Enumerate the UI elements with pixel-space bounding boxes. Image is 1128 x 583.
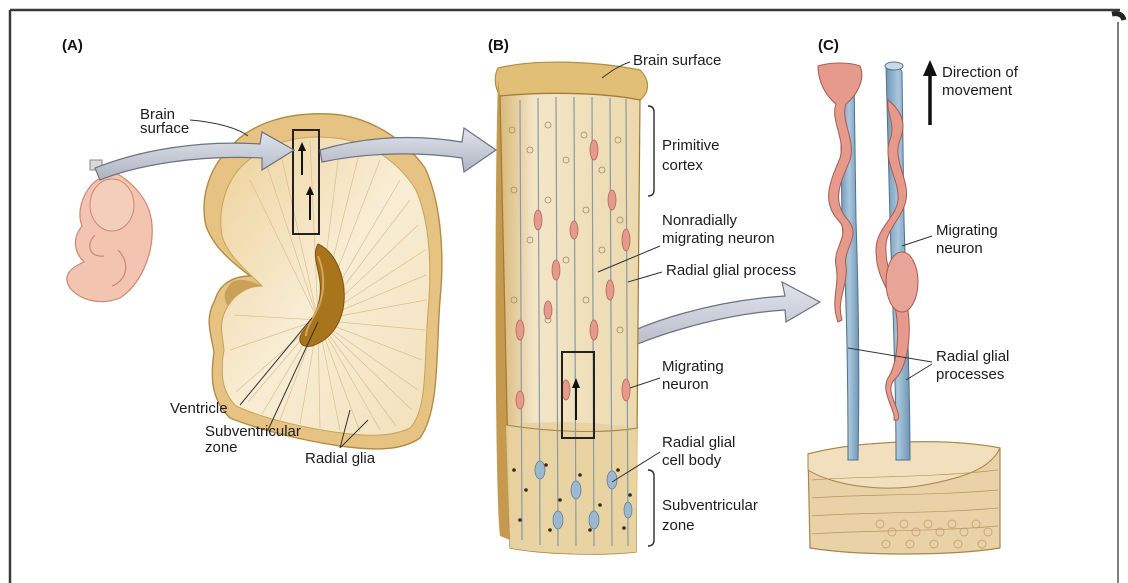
label-ventricle: Ventricle	[170, 400, 228, 418]
panel-a-tag: (A)	[62, 37, 83, 54]
label-subventricular-zone-b: Subventricular zone	[662, 496, 758, 536]
label-primitive-cortex: Primitive cortex	[662, 136, 720, 176]
label-nonradially-migrating-neuron: Nonradially migrating neuron	[662, 212, 775, 248]
label-radial-glial-process: Radial glial process	[666, 262, 796, 280]
label-migrating-neuron-c: Migrating neuron	[936, 222, 998, 258]
label-radial-glial-cell-body: Radial glial cell body	[662, 434, 735, 470]
label-radial-glia: Radial glia	[305, 450, 375, 468]
embryo-illustration	[67, 160, 152, 302]
leader-lines-c	[848, 236, 932, 380]
label-subventricular-zone-a: Subventricular zone	[205, 424, 301, 456]
cortex-column-b	[495, 62, 647, 554]
label-brain-surface-a: Brain surface	[140, 108, 189, 136]
label-brain-surface-b: Brain surface	[633, 52, 721, 70]
direction-arrow-icon	[923, 60, 937, 125]
panel-b-tag: (B)	[488, 37, 509, 54]
panel-c-tag: (C)	[818, 37, 839, 54]
neuron-soma	[886, 252, 918, 312]
label-migrating-neuron-b: Migrating neuron	[662, 358, 724, 394]
label-radial-glial-processes: Radial glial processes	[936, 348, 1009, 384]
brain-section-a	[204, 114, 442, 449]
label-direction-of-movement: Direction of movement	[942, 64, 1018, 100]
